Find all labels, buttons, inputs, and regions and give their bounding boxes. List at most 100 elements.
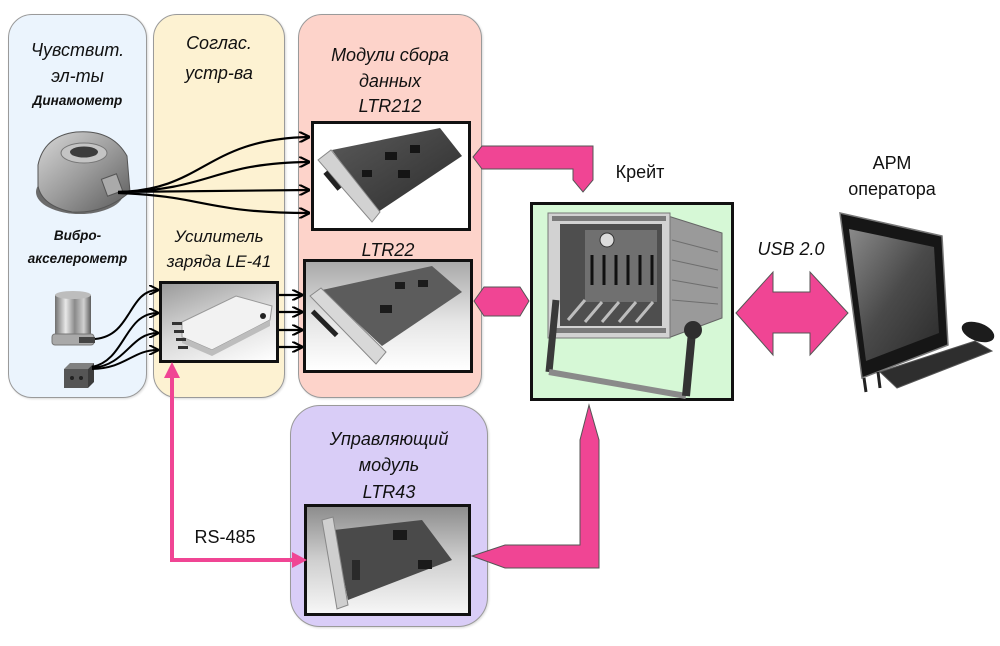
crate-rib [671, 239, 719, 253]
conditioning-title-line-2: устр-ва [185, 63, 253, 83]
rs485-arrowhead-right [292, 552, 307, 568]
crate-top-vent [552, 216, 666, 221]
ltr212-pcb [332, 128, 462, 212]
le41-bnc [172, 322, 182, 325]
control-title-line-3: LTR43 [362, 482, 416, 502]
daq-title-line-3: LTR212 [358, 96, 422, 116]
ltr43-chip [418, 560, 432, 569]
crate-guide [566, 299, 587, 321]
crate-ltr43-arrow [470, 403, 600, 569]
ltr212-chip [362, 170, 372, 177]
vibro-label-line-2: акселерометр [27, 251, 128, 266]
crate-side [667, 215, 723, 339]
dynamometer-hole [70, 146, 98, 158]
dynamometer-cables [117, 137, 309, 213]
mouse [961, 321, 995, 343]
ltr212-chip [410, 145, 420, 153]
crate-handle-pivot [684, 321, 702, 339]
accelerometer-cylinder-image [51, 291, 95, 346]
usb-label: USB 2.0 [757, 239, 825, 259]
usb-double-arrow [735, 270, 849, 357]
le41-bnc [176, 338, 186, 341]
crate-label: Крейт [615, 162, 665, 182]
crate-guide [583, 301, 604, 323]
ltr43-pcb [334, 520, 452, 600]
ltr212-chip [398, 170, 410, 178]
crate-side-ribs [671, 239, 719, 305]
cable-a2 [91, 313, 158, 368]
keyboard [879, 340, 994, 389]
crate-fan [599, 232, 615, 248]
crate-bottom-vent [552, 328, 666, 333]
ltr212-chip [385, 152, 397, 160]
crate-card-guides [566, 299, 655, 323]
ltr212-connector [323, 170, 342, 191]
cable-4 [117, 191, 309, 213]
ltr22-bracket [309, 287, 387, 365]
rs485-line [170, 374, 296, 562]
conditioning-title-line-1: Соглас. [186, 33, 252, 53]
monitor-stand [862, 377, 868, 393]
ltr22-label: LTR22 [361, 240, 415, 260]
rs485-label: RS-485 [194, 527, 256, 547]
crate-rib [671, 279, 719, 289]
cable-a4 [91, 350, 158, 370]
cable-3 [117, 190, 309, 192]
cylinder-connector [79, 337, 95, 343]
crate-guide [634, 301, 655, 323]
workstation-image [839, 212, 995, 393]
le41-device-image [172, 295, 273, 356]
crate-image [545, 212, 723, 399]
dynamometer-image [36, 131, 131, 214]
cylinder-top [55, 291, 91, 299]
ltr212-bracket [317, 149, 381, 223]
cable-1 [117, 137, 309, 194]
cylinder-body [55, 295, 91, 337]
ltr43-chip [393, 530, 407, 540]
crate-guide [600, 301, 621, 323]
dynamometer-connector [100, 173, 124, 197]
crate-handle-left [545, 299, 560, 373]
accelerometer-cables [91, 290, 158, 370]
monitor-screen [849, 229, 939, 361]
le41-led [260, 313, 266, 319]
ltr212-card-image [317, 128, 462, 223]
cube-hole [70, 376, 74, 380]
cube-top [64, 363, 94, 369]
daq-title-line-1: Модули сбора [331, 45, 449, 65]
amplifier-label-line-1: Усилитель [174, 227, 264, 246]
cube-hole [79, 376, 83, 380]
workstation-label-line-2: оператора [848, 179, 936, 199]
crate-backplane [585, 230, 657, 302]
crate-guide [617, 301, 638, 323]
control-title-line-2: модуль [358, 455, 420, 475]
cable-a3 [91, 333, 158, 369]
accelerometer-cube-image [64, 363, 94, 388]
crate-rib [671, 299, 719, 305]
ltr43-chip [352, 560, 360, 580]
le41-case-side [182, 320, 270, 356]
vibro-label-line-1: Вибро- [53, 228, 102, 243]
dynamometer-label: Динамометр [32, 93, 123, 108]
le41-bnc [174, 330, 184, 333]
sensors-title-line-1: Чувствит. [30, 40, 125, 60]
amplifier-output-cables [279, 295, 302, 347]
ltr22-chip [380, 305, 392, 313]
le41-bnc [178, 346, 188, 349]
cube-front [64, 369, 88, 388]
control-title-line-1: Управляющий [329, 429, 449, 449]
daq-title-line-2: данных [358, 71, 421, 91]
cable-2 [117, 162, 309, 194]
ltr22-card-image [309, 266, 462, 365]
crate-ltr212-arrow [472, 145, 594, 193]
ltr22-chip [418, 280, 428, 287]
crate-slots [590, 255, 654, 285]
le41-case [181, 295, 273, 351]
crate-handle-right [682, 331, 696, 397]
crate-rib [671, 259, 719, 271]
ltr22-connector [310, 309, 339, 338]
cable-a1 [94, 290, 158, 340]
crate-ltr22-arrow [473, 286, 530, 317]
